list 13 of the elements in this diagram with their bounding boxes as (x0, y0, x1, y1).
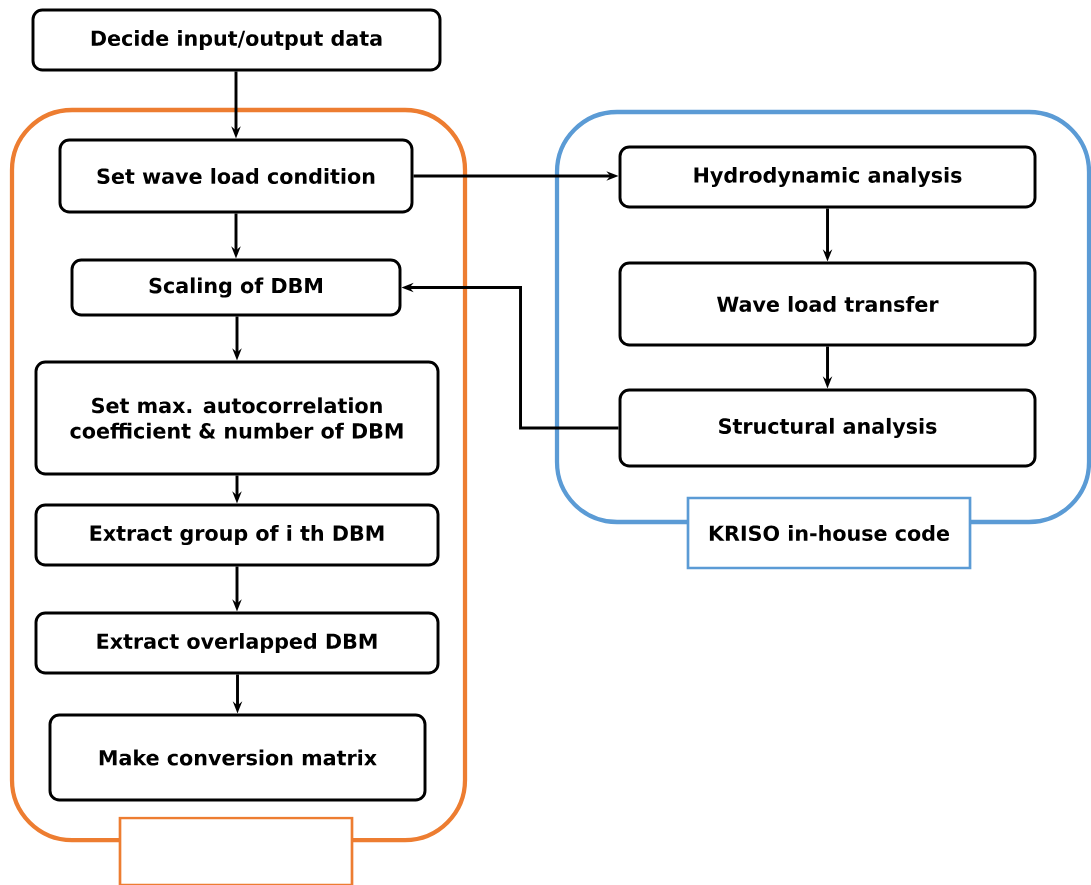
label-box (118, 816, 354, 885)
process-box: Make conversion matrix (48, 713, 427, 802)
process-box: Extract overlapped DBM (34, 611, 440, 675)
process-box: Set wave load condition (58, 138, 414, 214)
process-box: Wave load transfer (618, 261, 1037, 347)
process-box: Set max. autocorrelation coefficient & number of DBM (34, 360, 440, 476)
process-box: Extract group of i th DBM (34, 503, 440, 567)
process-box: Scaling of DBM (70, 258, 402, 317)
group-frame (9, 107, 468, 843)
process-box: Decide input/output data (31, 8, 442, 72)
label-box: KRISO in-house code (686, 496, 972, 570)
process-box: Hydrodynamic analysis (618, 145, 1037, 209)
process-box: Structural analysis (618, 388, 1037, 468)
